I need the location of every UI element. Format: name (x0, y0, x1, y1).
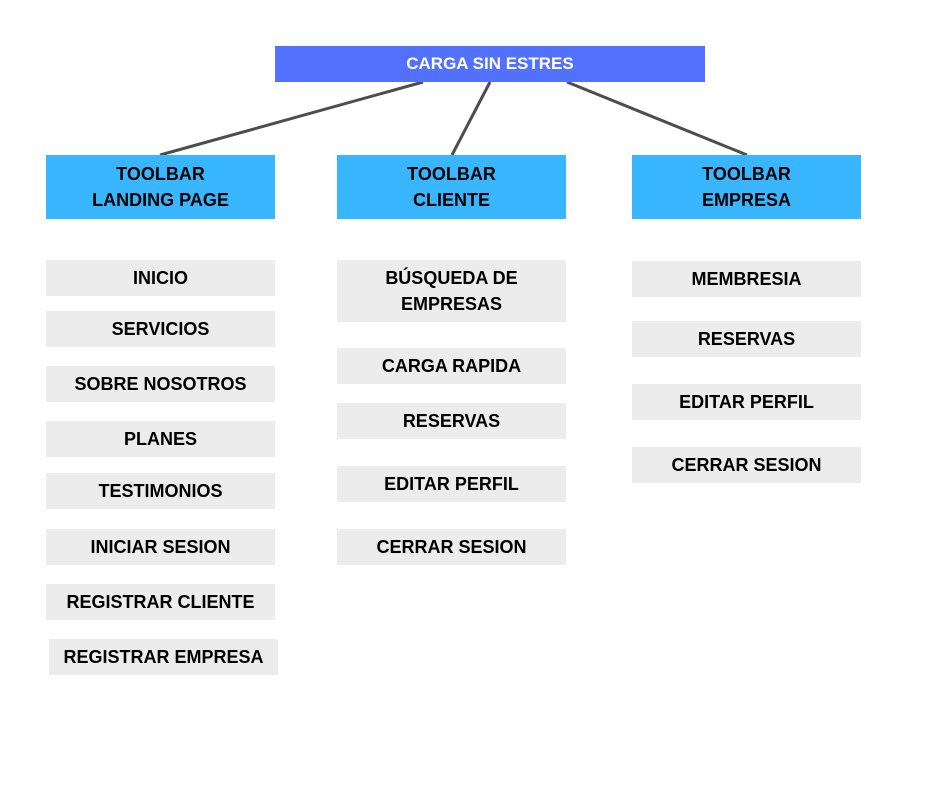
item-editar-perfil-cliente: EDITAR PERFIL (337, 466, 566, 502)
root-node: CARGA SIN ESTRES (275, 46, 705, 82)
item-testimonios: TESTIMONIOS (46, 473, 275, 509)
item-registrar-cliente: REGISTRAR CLIENTE (46, 584, 275, 620)
item-editar-perfil-empresa: EDITAR PERFIL (632, 384, 861, 420)
item-busqueda-de-empresas: BÚSQUEDA DE EMPRESAS (337, 260, 566, 322)
section-toolbar-empresa: TOOLBAR EMPRESA (632, 155, 861, 219)
item-planes: PLANES (46, 421, 275, 457)
item-cerrar-sesion-empresa: CERRAR SESION (632, 447, 861, 483)
item-carga-rapida: CARGA RAPIDA (337, 348, 566, 384)
item-sobre-nosotros: SOBRE NOSOTROS (46, 366, 275, 402)
item-reservas-cliente: RESERVAS (337, 403, 566, 439)
connector-root-to-cliente (450, 81, 492, 156)
item-registrar-empresa: REGISTRAR EMPRESA (49, 639, 278, 675)
section-toolbar-landing-page: TOOLBAR LANDING PAGE (46, 155, 275, 219)
connector-root-to-landing-page (159, 80, 424, 157)
item-inicio: INICIO (46, 260, 275, 296)
item-iniciar-sesion: INICIAR SESION (46, 529, 275, 565)
item-reservas-empresa: RESERVAS (632, 321, 861, 357)
section-toolbar-cliente: TOOLBAR CLIENTE (337, 155, 566, 219)
item-servicios: SERVICIOS (46, 311, 275, 347)
connector-root-to-empresa (566, 80, 748, 157)
item-cerrar-sesion-cliente: CERRAR SESION (337, 529, 566, 565)
item-membresia: MEMBRESIA (632, 261, 861, 297)
